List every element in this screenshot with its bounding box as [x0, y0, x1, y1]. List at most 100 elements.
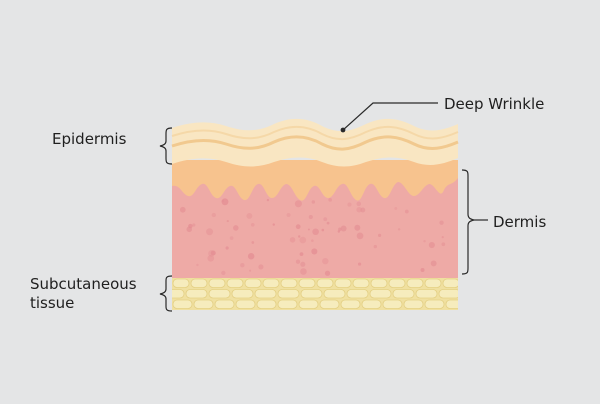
dermis-spot [323, 217, 328, 222]
subcutaneous-bracket [159, 275, 173, 312]
dermis-spot [225, 246, 229, 250]
dermis-spot [360, 207, 366, 213]
fat-cell [316, 278, 334, 288]
dermis-spot [206, 228, 214, 236]
fat-cell [369, 289, 392, 299]
fat-cell [298, 299, 319, 309]
fat-cell [214, 299, 235, 309]
fat-cell [319, 299, 340, 309]
dermis-spot [289, 237, 296, 243]
dermis-spot [207, 254, 215, 262]
fat-cell [254, 289, 277, 299]
dermis-spot [258, 264, 264, 270]
fat-cell [172, 289, 185, 299]
fat-cell [352, 278, 370, 288]
dermis-spot [337, 230, 341, 233]
dermis-spot [266, 198, 270, 202]
dermis-spot [250, 222, 255, 227]
fat-cell [193, 299, 214, 309]
fat-cell [300, 289, 323, 299]
fat-cell [406, 278, 424, 288]
dermis-spot [295, 224, 301, 230]
dermis-spot [321, 228, 325, 232]
fat-cell [340, 299, 361, 309]
dermis-spot [441, 242, 446, 247]
dermis-spot [397, 228, 401, 231]
dermis-spot [328, 197, 333, 202]
label-dermis: Dermis [493, 213, 547, 231]
fat-cell [280, 278, 298, 288]
dermis-spot [300, 268, 307, 275]
dermis-spot [312, 228, 319, 236]
dermis-spot [311, 239, 314, 242]
dermis-spot [192, 223, 196, 227]
fat-cell [277, 299, 298, 309]
fat-cell [370, 278, 388, 288]
dermis-spot [246, 213, 253, 219]
fat-cell [415, 289, 438, 299]
dermis-spot [347, 202, 352, 207]
dermis-spot [356, 232, 364, 240]
dermis-spot [322, 257, 329, 265]
dermis-spot [179, 206, 186, 213]
dermis-spot [430, 260, 437, 267]
dermis-spot [211, 212, 216, 218]
dermis-spot [298, 235, 301, 238]
fat-cell [438, 289, 458, 299]
fat-cell [208, 278, 226, 288]
dermis-bracket [461, 169, 475, 275]
dermis-spot [221, 270, 226, 276]
papillary-dermis [172, 160, 458, 201]
dermis-spot [210, 250, 216, 256]
fat-cell [442, 278, 458, 288]
fat-cell [208, 289, 231, 299]
dermis-spot [356, 206, 362, 213]
epidermis-bracket [159, 127, 173, 165]
fat-cell [403, 299, 424, 309]
dermis-spot [357, 262, 362, 266]
dermis-spot [308, 215, 313, 220]
dermis-spot [311, 248, 318, 255]
dermis-spot [221, 199, 225, 203]
dermis-spot [299, 236, 307, 244]
epidermis-wave [171, 126, 459, 140]
dermis-spot [441, 236, 444, 239]
fat-cell [424, 278, 442, 288]
fat-cell [172, 299, 193, 309]
fat-cells [172, 278, 458, 309]
dermis-spot [247, 253, 255, 260]
epidermis-layer [172, 118, 458, 167]
fat-cell [190, 278, 208, 288]
fat-cell [185, 289, 208, 299]
fat-cell [235, 299, 256, 309]
dermis-spot [240, 262, 245, 268]
dermis-spot [233, 225, 239, 231]
fat-cell [361, 299, 382, 309]
fat-cell [172, 278, 190, 288]
fat-cell [382, 299, 403, 309]
dermis-spot [354, 224, 361, 231]
dermis-spot [299, 252, 304, 257]
fat-cell [244, 278, 262, 288]
dermis-spot [188, 223, 193, 229]
dermis-spot [423, 239, 426, 243]
dermis-spot [373, 244, 378, 249]
wrinkle-pointer-dot [340, 127, 346, 133]
dermis-spot [356, 201, 362, 207]
dermis-spot [428, 242, 435, 249]
wrinkle-leader-line [342, 102, 438, 131]
dermis-spot [340, 225, 347, 232]
dermis-spots [179, 197, 446, 276]
dermis-spot [229, 236, 234, 240]
dermis-spot [420, 268, 425, 273]
dermis-spot [326, 221, 330, 225]
fat-cell [323, 289, 346, 299]
dermis-spot [249, 269, 252, 272]
dermis-spot [307, 228, 310, 231]
dermis-spot [311, 200, 316, 204]
dermis-spot [404, 209, 409, 214]
dermis-spot [439, 220, 444, 225]
dermis-spot [295, 259, 301, 264]
